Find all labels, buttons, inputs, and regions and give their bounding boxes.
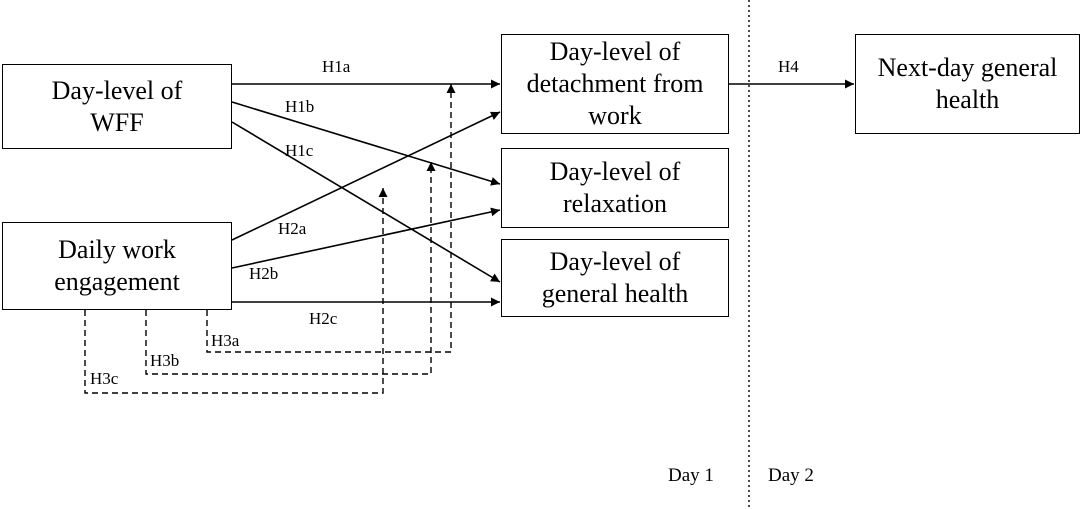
label-day-1: Day 1 [668, 465, 714, 486]
arrow-h3a [206, 84, 456, 353]
box-relaxation: Day-level of relaxation [501, 148, 729, 228]
box-next-day-general-health: Next-day general health [855, 34, 1080, 134]
label-h1b: H1b [285, 97, 315, 116]
box-detachment-label: Day-level of detachment from work [526, 37, 704, 130]
arrow-h3b [145, 162, 436, 375]
arrow-h1b [231, 101, 501, 186]
label-h2c: H2c [309, 309, 338, 328]
arrow-h3c [84, 188, 388, 394]
label-h1a: H1a [322, 57, 351, 76]
label-h3a: H3a [211, 331, 240, 350]
label-day-2: Day 2 [768, 465, 814, 486]
label-h4: H4 [778, 57, 799, 76]
box-daily-work-engagement-label: Daily work engagement [54, 235, 180, 296]
box-day-level-wff-label: Day-level of WFF [51, 75, 183, 137]
label-h3b: H3b [150, 351, 180, 370]
arrow-h2b [231, 207, 501, 269]
box-relaxation-label: Day-level of relaxation [549, 157, 681, 218]
arrow-h1c [231, 121, 501, 283]
label-h1c: H1c [285, 141, 314, 160]
box-general-health: Day-level of general health [501, 239, 729, 317]
box-detachment: Day-level of detachment from work [501, 34, 729, 134]
arrow-h2a [231, 111, 501, 241]
label-h2a: H2a [278, 219, 307, 238]
box-general-health-label: Day-level of general health [541, 247, 689, 308]
box-day-level-wff: Day-level of WFF [2, 64, 232, 149]
label-h2b: H2b [249, 264, 279, 283]
box-next-day-general-health-label: Next-day general health [877, 53, 1058, 114]
label-h3c: H3c [90, 369, 119, 388]
box-daily-work-engagement: Daily work engagement [2, 222, 232, 310]
